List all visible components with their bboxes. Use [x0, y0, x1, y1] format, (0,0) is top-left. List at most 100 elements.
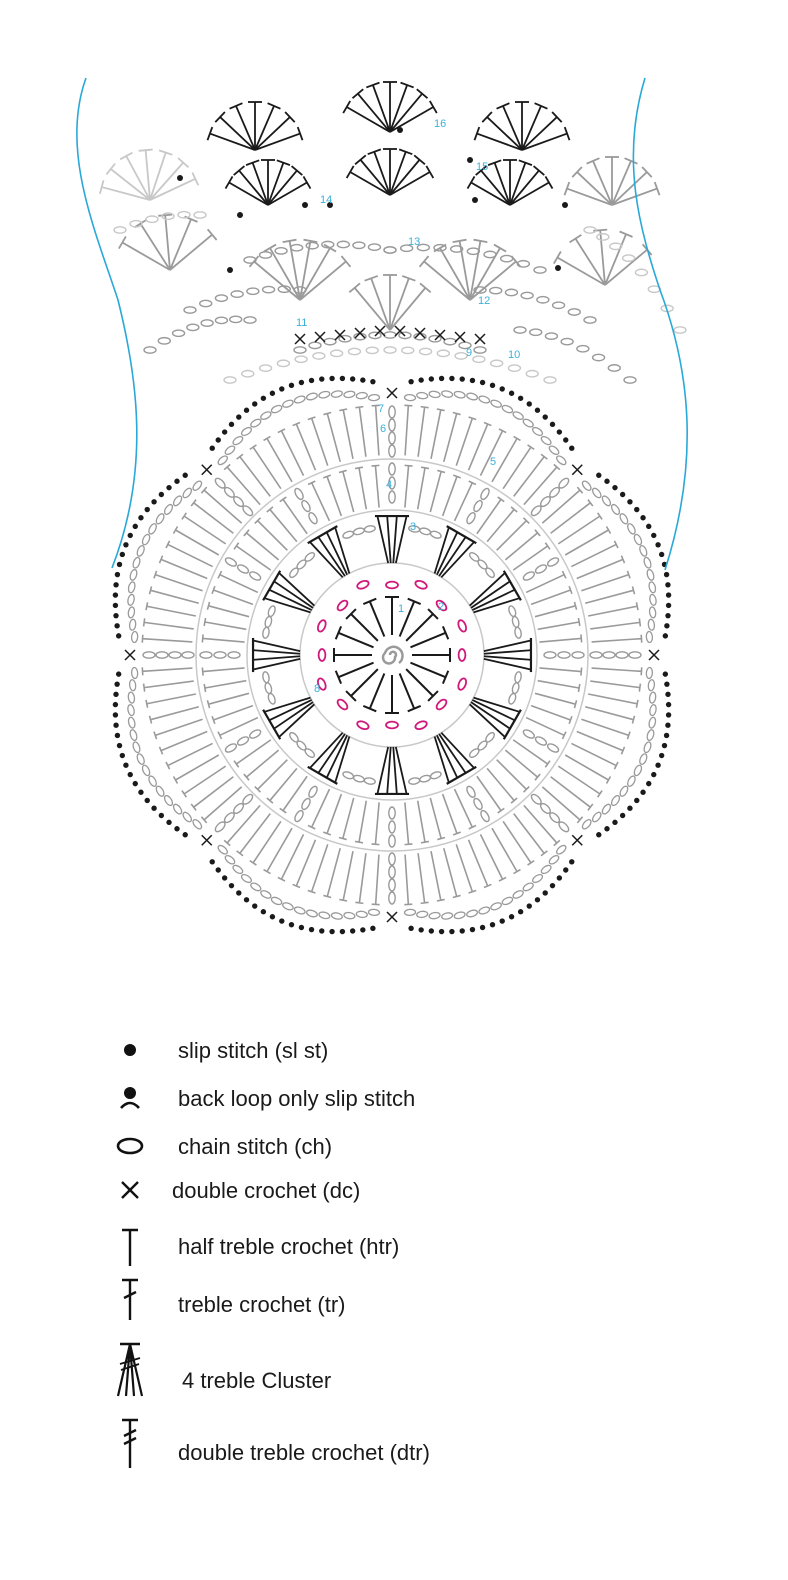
- stitch-top-bar: [283, 240, 297, 242]
- chain-stitch: [491, 360, 503, 366]
- chain-stitch: [263, 286, 275, 292]
- slip-stitch: [612, 485, 617, 490]
- slip-stitch: [244, 408, 249, 413]
- chain-stitch: [230, 316, 242, 322]
- chain-stitch: [231, 291, 243, 297]
- chain-stitch: [240, 426, 252, 437]
- chain-stitch: [389, 879, 395, 891]
- stitch-top-bar: [421, 467, 429, 468]
- stitch-top-bar: [430, 101, 437, 113]
- chain-stitch: [128, 692, 136, 704]
- chain-stitch: [490, 399, 502, 409]
- slip-stitch: [429, 928, 434, 933]
- round-number-label: 11: [296, 317, 307, 329]
- stitch-top-bar: [264, 245, 276, 252]
- chain-stitch: [132, 557, 141, 569]
- treble-stitch: [443, 794, 457, 833]
- treble-stitch: [170, 235, 212, 270]
- cluster-leg: [377, 516, 388, 563]
- chain-stitch: [419, 774, 431, 783]
- stitch-top-bar: [304, 240, 318, 242]
- legend-row-double-crochet: double crochet (dc): [0, 1170, 788, 1210]
- chain-stitch: [512, 410, 525, 420]
- slip-stitch: [120, 753, 125, 758]
- treble-stitch: [359, 468, 366, 509]
- slip-stitch: [270, 391, 275, 396]
- slip-stitch: [123, 763, 128, 768]
- chain-stitch: [136, 753, 146, 765]
- slip-stitch: [449, 929, 454, 934]
- cluster-leg: [387, 747, 391, 795]
- chain-stitch: [348, 348, 360, 354]
- chain-stitch: [608, 365, 620, 371]
- chain-stitch: [250, 882, 263, 893]
- slip-stitch: [319, 376, 324, 381]
- cluster-stitch: [435, 526, 477, 577]
- stitch-top-bar: [158, 215, 172, 216]
- slip-stitch: [543, 414, 548, 419]
- chain-stitch: [459, 649, 466, 661]
- stitch-top-bar: [280, 808, 287, 813]
- chain-stitch: [610, 794, 621, 806]
- stitch-top-bar: [347, 166, 354, 178]
- treble-stitch: [531, 590, 570, 604]
- fan-stitch-group: [226, 160, 311, 205]
- slip-stitch: [557, 875, 562, 880]
- chain-stitch: [240, 873, 252, 884]
- chain-stitch: [601, 803, 612, 815]
- stitch-top-bar: [498, 497, 505, 502]
- chain-stitch: [128, 606, 136, 618]
- chain-stitch: [353, 242, 365, 248]
- slip-stitch: [360, 377, 365, 382]
- slip-stitch: [550, 883, 555, 888]
- chain-stitch: [215, 317, 227, 323]
- slip-stitch: [159, 492, 164, 497]
- slip-stitch: [612, 820, 617, 825]
- chain-stitch: [430, 771, 442, 780]
- chain-stitch: [191, 480, 203, 492]
- slip-stitch: [472, 197, 478, 203]
- stitch-top-bar: [250, 861, 257, 865]
- slip-stitch: [640, 515, 645, 520]
- slip-stitch: [113, 712, 118, 717]
- cluster-leg: [377, 747, 388, 794]
- chain-stitch: [389, 419, 395, 431]
- chain-stitch: [282, 901, 294, 911]
- treble-stitch: [204, 787, 242, 820]
- double-crochet-stitch: [455, 332, 465, 342]
- chain-stitch: [331, 912, 343, 920]
- legend-label: double crochet (dc): [172, 1178, 360, 1204]
- slip-stitch: [664, 572, 669, 577]
- treble-stitch: [358, 94, 390, 132]
- chain-stitch: [648, 717, 657, 729]
- chain-stitch: [466, 392, 478, 401]
- chain-stitch: [356, 720, 370, 731]
- treble-stitch: [347, 107, 390, 132]
- treble-stitch: [122, 243, 170, 271]
- stitch-top-bar: [371, 465, 379, 466]
- slip-stitch: [145, 798, 150, 803]
- round-number-label: 6: [380, 423, 386, 435]
- treble-stitch: [155, 575, 202, 591]
- slip-stitch: [159, 813, 164, 818]
- chain-stitch: [307, 785, 319, 799]
- slip-stitch: [666, 702, 671, 707]
- treble-stitch: [456, 844, 472, 891]
- treble-stitch: [390, 288, 425, 330]
- stitch-top-bar: [372, 904, 380, 905]
- chain-stitch: [147, 775, 157, 788]
- chain-stitch: [429, 391, 441, 399]
- treble-stitch: [227, 805, 260, 843]
- chain-stitch: [156, 652, 168, 658]
- chain-stitch: [336, 698, 349, 711]
- chain-stitch: [384, 332, 396, 338]
- legend-label: 4 treble Cluster: [182, 1368, 331, 1394]
- treble-stitch: [184, 766, 226, 794]
- chain-stitch: [624, 377, 636, 383]
- chain-stitch: [264, 682, 273, 694]
- chain-stitch: [419, 527, 431, 536]
- treble-stitch: [390, 107, 433, 132]
- stitch-top-bar: [182, 791, 186, 798]
- treble-stitch: [456, 418, 472, 465]
- chain-stitch: [537, 297, 549, 303]
